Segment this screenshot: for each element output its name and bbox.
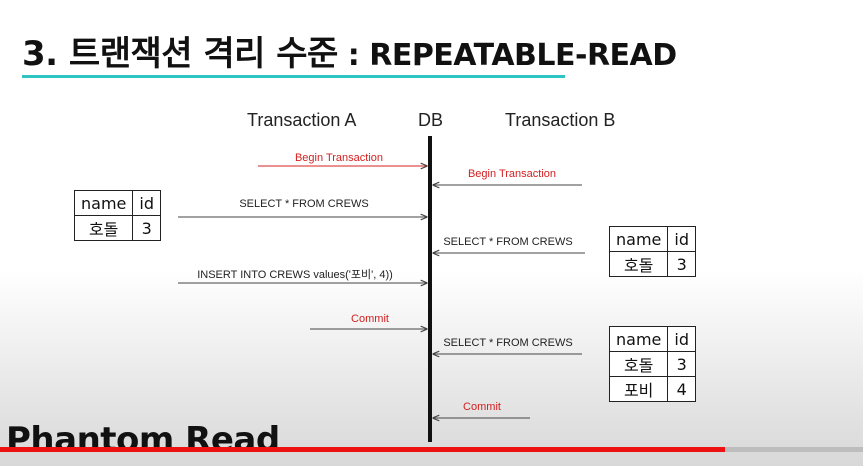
- msg-b-select-2: SELECT * FROM CREWS: [443, 337, 573, 349]
- phantom-read-caption: Phantom Read: [6, 420, 280, 460]
- table-cell: 호돌: [608, 351, 669, 377]
- table-cell: 3: [667, 251, 696, 277]
- table-header: name: [608, 226, 669, 252]
- video-progress-fill: [0, 447, 725, 452]
- table-header: name: [608, 326, 669, 352]
- msg-a-begin-transaction: Begin Transaction: [294, 152, 384, 164]
- slide-title-main: 3. 트랜잭션 격리 수준: [22, 34, 338, 74]
- table-cell: 호돌: [608, 251, 669, 277]
- slide-title: 3. 트랜잭션 격리 수준 : REPEATABLE-READ: [22, 26, 677, 75]
- db-label: DB: [418, 110, 444, 130]
- table-cell: 포비: [608, 376, 669, 402]
- msg-a-commit: Commit: [351, 313, 389, 325]
- title-underline: [22, 75, 565, 78]
- table-header: id: [132, 190, 161, 216]
- slide-title-separator: :: [337, 38, 370, 73]
- msg-b-begin-transaction: Begin Transaction: [467, 168, 557, 180]
- table-cell: 호돌: [73, 215, 134, 241]
- transaction-a-label: Transaction A: [247, 110, 357, 130]
- table-cell: 3: [132, 215, 161, 241]
- transaction-b-label: Transaction B: [505, 110, 616, 130]
- table-header: id: [667, 226, 696, 252]
- msg-b-select-1: SELECT * FROM CREWS: [443, 236, 573, 248]
- slide-title-level: REPEATABLE-READ: [369, 38, 677, 73]
- msg-a-select: SELECT * FROM CREWS: [239, 198, 369, 210]
- table-cell: 3: [667, 351, 696, 377]
- video-progress-bar[interactable]: [0, 447, 863, 452]
- table-cell: 4: [667, 376, 696, 402]
- table-header: id: [667, 326, 696, 352]
- db-timeline: [428, 136, 432, 442]
- msg-b-commit: Commit: [463, 401, 501, 413]
- msg-a-insert: INSERT INTO CREWS values('포비', 4)): [197, 269, 393, 281]
- table-header: name: [73, 190, 134, 216]
